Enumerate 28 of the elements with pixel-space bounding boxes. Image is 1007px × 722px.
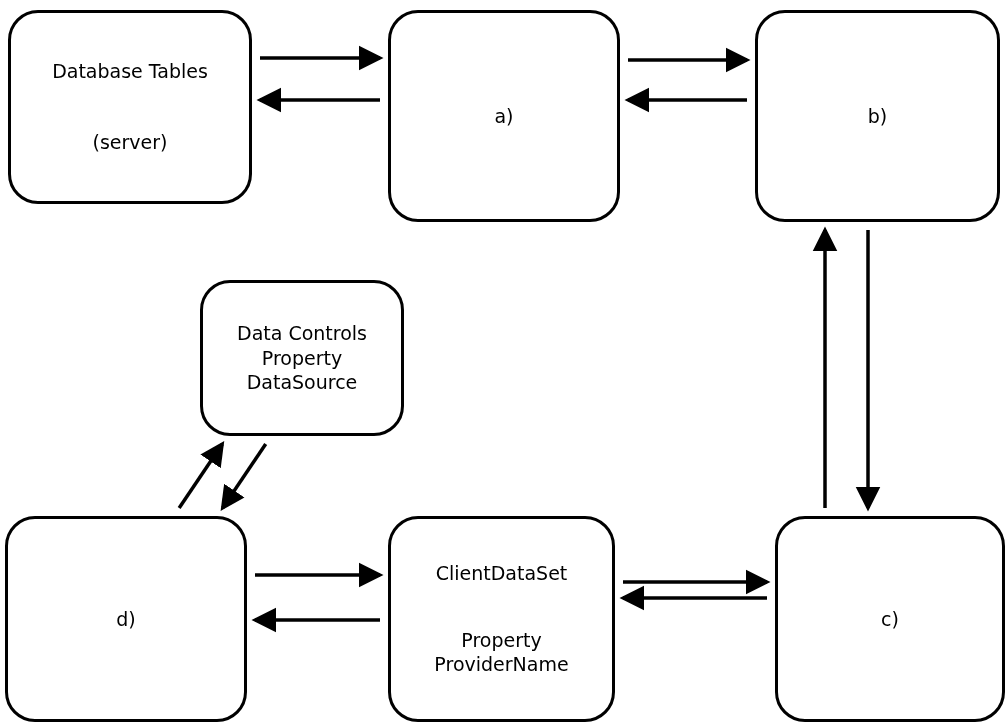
- process-box: [200, 280, 404, 436]
- arrow: [812, 226, 838, 508]
- arrow: [251, 607, 380, 633]
- arrow: [177, 441, 225, 509]
- arrow: [628, 47, 751, 73]
- arrow: [260, 45, 384, 71]
- box-label: b): [867, 103, 888, 129]
- arrow: [220, 443, 268, 511]
- process-box: [5, 516, 247, 722]
- arrow: [619, 585, 767, 611]
- process-box: [755, 10, 1000, 222]
- box-label: a): [494, 103, 514, 129]
- process-box: [8, 10, 252, 204]
- arrow: [256, 87, 380, 113]
- box-label: Property ProviderName: [433, 627, 570, 677]
- box-label: Database Tables: [52, 59, 208, 84]
- box-label: (server): [92, 130, 168, 155]
- box-label: d): [116, 606, 136, 632]
- arrow: [855, 230, 881, 512]
- process-box: [388, 516, 615, 722]
- process-box: [388, 10, 620, 222]
- arrow: [624, 87, 747, 113]
- arrow: [623, 569, 771, 595]
- box-label: c): [881, 606, 899, 632]
- box-label: ClientDataSet: [434, 560, 569, 586]
- arrow: [255, 562, 384, 588]
- box-label: Data Controls Property DataSource: [236, 320, 368, 396]
- process-box: [775, 516, 1005, 722]
